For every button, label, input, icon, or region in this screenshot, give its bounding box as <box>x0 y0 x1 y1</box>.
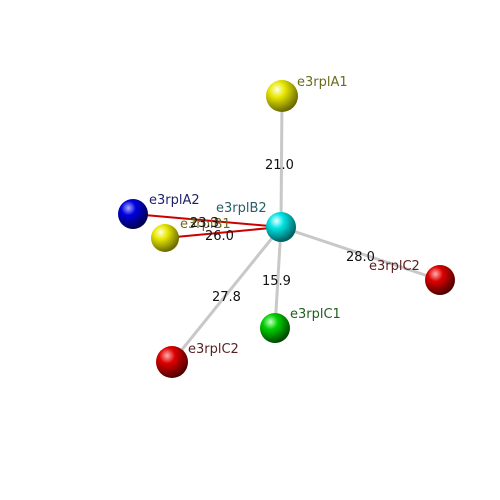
bond-center-c2-left <box>170 226 283 363</box>
bond-center-a2 <box>132 213 282 228</box>
label-c2-right: e3rplC2 <box>369 259 420 274</box>
atoms <box>118 80 455 378</box>
atom-c1[interactable] <box>260 313 290 343</box>
distance-center-c2-right: 28.0 <box>346 250 375 265</box>
bond-center-b1 <box>164 226 282 239</box>
distance-center-b1: 26.0 <box>205 229 234 244</box>
label-center: e3rplB2 <box>216 201 267 216</box>
label-a2: e3rplA2 <box>149 193 200 208</box>
label-c2-left: e3rplC2 <box>188 342 239 357</box>
atom-c2-left[interactable] <box>156 346 188 378</box>
atom-a2[interactable] <box>118 199 148 229</box>
atom-c2-right[interactable] <box>425 265 455 295</box>
distance-center-c1: 15.9 <box>262 274 291 289</box>
atom-b1[interactable] <box>151 224 179 252</box>
label-a1: e3rplA1 <box>297 75 348 90</box>
atom-a1[interactable] <box>266 80 298 112</box>
node-labels: e3rplA1 e3rplA2 e3rplB1 e3rplB2 e3rplC1 … <box>149 75 420 357</box>
distance-center-c2-left: 27.8 <box>212 290 241 305</box>
atom-center[interactable] <box>266 212 296 242</box>
distance-labels: 21.0 23.3 26.0 15.9 28.0 27.8 <box>190 158 375 305</box>
bond-center-a1 <box>279 95 284 228</box>
distance-center-a1: 21.0 <box>265 158 294 173</box>
bonds <box>132 95 441 363</box>
bond-center-c2-right <box>280 225 441 282</box>
label-c1: e3rplC1 <box>290 307 341 322</box>
bond-center-c1 <box>273 226 283 329</box>
label-b1: e3rplB1 <box>180 217 231 232</box>
distance-center-a2: 23.3 <box>190 216 219 231</box>
